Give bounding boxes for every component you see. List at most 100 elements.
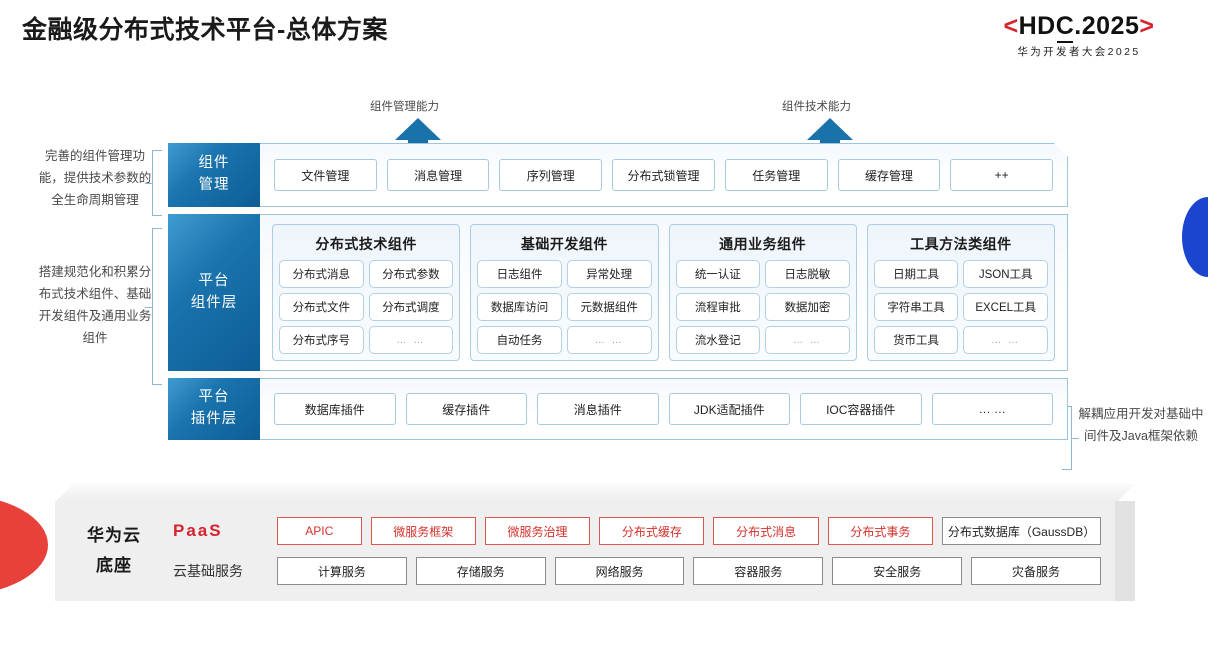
column-title: 通用业务组件: [719, 236, 807, 252]
page-title: 金融级分布式技术平台-总体方案: [22, 16, 388, 44]
arrow-label-component-management: 组件管理能力: [370, 101, 439, 113]
component-cell[interactable]: 数据库访问: [477, 293, 562, 321]
component-cell[interactable]: EXCEL工具: [963, 293, 1048, 321]
column-cells: 分布式消息 分布式参数 分布式文件 分布式调度 分布式序号 … …: [279, 260, 454, 354]
base-row-cloud-infra: 云基础服务 计算服务 存储服务 网络服务 容器服务 安全服务 灾备服务: [173, 554, 1101, 588]
paas-service-distributed-cache[interactable]: 分布式缓存: [599, 517, 705, 545]
paas-service-distributed-database[interactable]: 分布式数据库（GaussDB）: [942, 517, 1102, 545]
cloud-service-storage[interactable]: 存储服务: [415, 557, 546, 585]
component-cell[interactable]: 分布式调度: [368, 293, 454, 321]
column-cells: 日期工具 JSON工具 字符串工具 EXCEL工具 货币工具 … …: [873, 260, 1048, 354]
component-cell[interactable]: 分布式序号: [279, 326, 364, 354]
column-common-business: 通用业务组件 统一认证 日志脱敏 流程审批 数据加密 流水登记 … …: [668, 224, 857, 361]
architecture-stack: 组件 管理 文件管理 消息管理 序列管理 分布式锁管理 任务管理 缓存管理 ++…: [168, 143, 1068, 447]
column-group: 分布式技术组件 分布式消息 分布式参数 分布式文件 分布式调度 分布式序号 … …: [260, 216, 1067, 369]
base-row-paas: PaaS APIC 微服务框架 微服务治理 分布式缓存 分布式消息 分布式事务 …: [173, 514, 1102, 548]
plugin-item-more[interactable]: … …: [931, 393, 1053, 425]
component-cell[interactable]: 统一认证: [675, 260, 761, 288]
paas-service-distributed-message[interactable]: 分布式消息: [713, 517, 819, 545]
chip-item[interactable]: 消息管理: [387, 159, 490, 191]
component-cell-more[interactable]: … …: [368, 326, 454, 354]
cloud-service-container[interactable]: 容器服务: [693, 557, 824, 585]
chip-item[interactable]: 文件管理: [274, 159, 377, 191]
cloud-service-security[interactable]: 安全服务: [832, 557, 963, 585]
component-cell-more[interactable]: … …: [566, 326, 652, 354]
layer-tag-line2: 组件层: [190, 294, 238, 311]
arrow-head: [395, 118, 441, 140]
red-wedge-decoration: [0, 495, 48, 595]
layer-component-management: 组件 管理 文件管理 消息管理 序列管理 分布式锁管理 任务管理 缓存管理 ++: [168, 143, 1068, 207]
component-cell[interactable]: 分布式文件: [279, 293, 364, 321]
component-cell[interactable]: 元数据组件: [566, 293, 652, 321]
layer-tag-component-management: 组件 管理: [168, 143, 260, 207]
column-title: 工具方法类组件: [910, 236, 1012, 252]
column-title: 基础开发组件: [520, 236, 608, 252]
arrow-label-component-technology: 组件技术能力: [782, 101, 851, 113]
cloud-service-network[interactable]: 网络服务: [554, 557, 685, 585]
blue-lens-decoration: [1182, 197, 1208, 277]
huawei-cloud-base-slab: 华为云 底座 PaaS APIC 微服务框架 微服务治理 分布式缓存 分布式消息…: [55, 484, 1135, 619]
plugin-item[interactable]: 消息插件: [537, 393, 659, 425]
component-cell[interactable]: 数据加密: [765, 293, 850, 321]
column-utility: 工具方法类组件 日期工具 JSON工具 字符串工具 EXCEL工具 货币工具 ……: [866, 224, 1055, 361]
hdc-logo-text-pre: HD: [1018, 12, 1056, 40]
component-cell[interactable]: 异常处理: [566, 260, 652, 288]
slab-top-face: [55, 484, 1135, 502]
layer-tag-line2: 插件层: [190, 411, 238, 427]
side-note-left-top: 完善的组件管理功能，提供技术参数的全生命周期管理: [38, 149, 152, 207]
layer-platform-plugin: 平台 插件层 数据库插件 缓存插件 消息插件 JDK适配插件 IOC容器插件 ……: [168, 378, 1068, 440]
column-cells: 日志组件 异常处理 数据库访问 元数据组件 自动任务 … …: [477, 260, 652, 354]
chip-item[interactable]: 序列管理: [499, 159, 602, 191]
component-cell[interactable]: 流程审批: [675, 293, 761, 321]
layer-body-platform-plugin: 数据库插件 缓存插件 消息插件 JDK适配插件 IOC容器插件 … …: [260, 378, 1068, 440]
cloud-service-compute[interactable]: 计算服务: [277, 557, 407, 585]
layer-tag-platform-plugin: 平台 插件层: [168, 378, 260, 440]
component-cell[interactable]: 字符串工具: [873, 293, 959, 321]
layer-body-component-management: 文件管理 消息管理 序列管理 分布式锁管理 任务管理 缓存管理 ++: [260, 143, 1068, 207]
layer-platform-component: 平台 组件层 分布式技术组件 分布式消息 分布式参数 分布式文件 分布式调度 分…: [168, 214, 1068, 371]
side-note-left-bottom: 搭建规范化和积累分布式技术组件、基础开发组件及通用业务组件: [38, 265, 152, 345]
arrow-head: [807, 118, 853, 140]
component-cell[interactable]: 自动任务: [477, 326, 562, 354]
component-cell-more[interactable]: … …: [765, 326, 850, 354]
component-cell[interactable]: JSON工具: [963, 260, 1048, 288]
paas-service-distributed-transaction[interactable]: 分布式事务: [827, 517, 934, 545]
paas-service-microservice-framework[interactable]: 微服务框架: [370, 517, 476, 545]
paas-service-apic[interactable]: APIC: [277, 517, 362, 545]
component-cell[interactable]: 货币工具: [873, 326, 959, 354]
hdc-logo: <HDC.2025> 华为开发者大会2025: [964, 12, 1194, 59]
slab-front-face: 华为云 底座 PaaS APIC 微服务框架 微服务治理 分布式缓存 分布式消息…: [55, 501, 1115, 601]
base-title: 华为云 底座: [55, 521, 173, 581]
base-row-label-paas: PaaS: [173, 521, 223, 540]
layer-body-platform-component: 分布式技术组件 分布式消息 分布式参数 分布式文件 分布式调度 分布式序号 … …: [260, 214, 1068, 371]
layer-tag-line1: 平台: [198, 389, 230, 406]
component-cell[interactable]: 分布式消息: [279, 260, 364, 288]
plugin-item[interactable]: 数据库插件: [274, 393, 396, 425]
component-cell-more[interactable]: … …: [963, 326, 1048, 354]
cloud-service-disaster-recovery[interactable]: 灾备服务: [971, 557, 1101, 585]
component-cell[interactable]: 日期工具: [873, 260, 959, 288]
plugin-item[interactable]: 缓存插件: [405, 393, 527, 425]
layer-tag-line1: 平台: [198, 272, 230, 289]
hdc-logo-main: <HDC.2025>: [964, 12, 1194, 43]
base-rows: PaaS APIC 微服务框架 微服务治理 分布式缓存 分布式消息 分布式事务 …: [173, 514, 1115, 588]
chip-list-platform-plugin: 数据库插件 缓存插件 消息插件 JDK适配插件 IOC容器插件 … …: [260, 393, 1067, 425]
angle-bracket-left-icon: <: [1003, 12, 1019, 40]
plugin-item[interactable]: JDK适配插件: [668, 393, 790, 425]
chip-item[interactable]: 分布式锁管理: [612, 159, 715, 191]
layer-tag-line1: 组件: [198, 155, 230, 172]
component-cell[interactable]: 分布式参数: [368, 260, 454, 288]
slab-side-face: [1115, 501, 1135, 601]
chip-item[interactable]: 任务管理: [725, 159, 828, 191]
plugin-item[interactable]: IOC容器插件: [800, 393, 922, 425]
component-cell[interactable]: 日志组件: [477, 260, 562, 288]
bracket-left-bottom: [152, 228, 162, 385]
hdc-logo-subtitle: 华为开发者大会2025: [1017, 46, 1141, 58]
column-distributed-tech: 分布式技术组件 分布式消息 分布式参数 分布式文件 分布式调度 分布式序号 … …: [272, 224, 461, 361]
component-cell[interactable]: 日志脱敏: [765, 260, 850, 288]
hdc-logo-text-c: C: [1055, 12, 1075, 43]
component-cell[interactable]: 流水登记: [675, 326, 761, 354]
chip-item-more[interactable]: ++: [950, 159, 1053, 191]
paas-service-microservice-governance[interactable]: 微服务治理: [484, 517, 591, 545]
chip-item[interactable]: 缓存管理: [838, 159, 941, 191]
